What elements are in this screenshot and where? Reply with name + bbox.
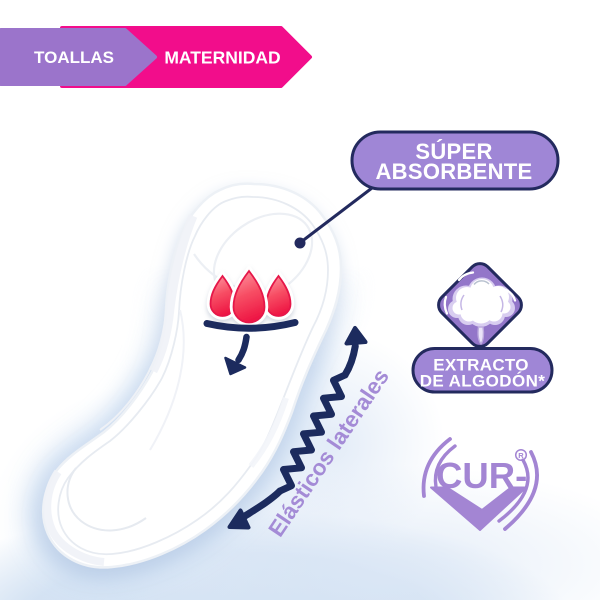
svg-text:ABSORBENTE: ABSORBENTE [375, 159, 532, 184]
svg-text:SÚPER: SÚPER [415, 139, 492, 164]
svg-text:DE ALGODÓN*: DE ALGODÓN* [420, 372, 546, 391]
svg-text:MATERNIDAD: MATERNIDAD [164, 48, 280, 68]
svg-text:TOALLAS: TOALLAS [34, 48, 114, 67]
svg-text:EXTRACTO: EXTRACTO [433, 356, 529, 375]
svg-text:R: R [518, 451, 524, 460]
